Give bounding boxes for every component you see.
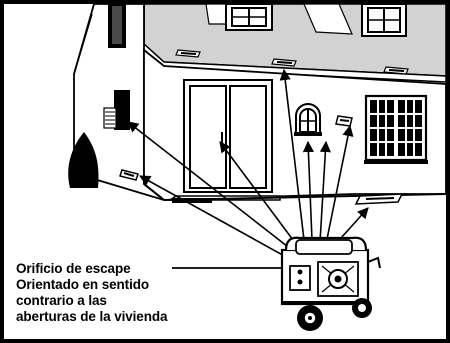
arrow-to-front-window <box>325 124 354 245</box>
foundation <box>143 183 446 205</box>
arrow-to-roof-vent <box>279 68 305 241</box>
dormer-window-right <box>361 4 407 37</box>
caption-line-3: contrario a las <box>16 293 107 308</box>
lower-side-vent-icon <box>119 169 139 181</box>
caption-line-1: Orificio de escape <box>16 261 131 276</box>
dormer-window-left <box>225 4 273 31</box>
generator-icon <box>280 236 381 331</box>
arrow-to-front-vent <box>319 140 331 243</box>
arrow-to-window <box>302 140 315 241</box>
arrow-to-door <box>219 141 297 245</box>
front-window <box>364 94 428 164</box>
arrow-to-lower-vent <box>139 175 289 259</box>
shrub-icon <box>68 132 99 188</box>
front-vent-icon <box>335 115 353 127</box>
sliding-door <box>167 79 281 203</box>
exhaust-arrows <box>127 68 369 259</box>
arrow-to-side-vent <box>127 121 293 251</box>
roof-vent-icon <box>175 49 409 75</box>
side-vent-icon <box>103 90 130 130</box>
caption-line-4: aberturas de la vivienda <box>16 309 168 324</box>
exhaust-caption: Orificio de escape Orientado en sentido … <box>16 261 266 325</box>
house-diagram <box>68 4 446 331</box>
caption-line-2: Orientado en sentido <box>16 277 150 292</box>
arched-window <box>294 103 322 136</box>
